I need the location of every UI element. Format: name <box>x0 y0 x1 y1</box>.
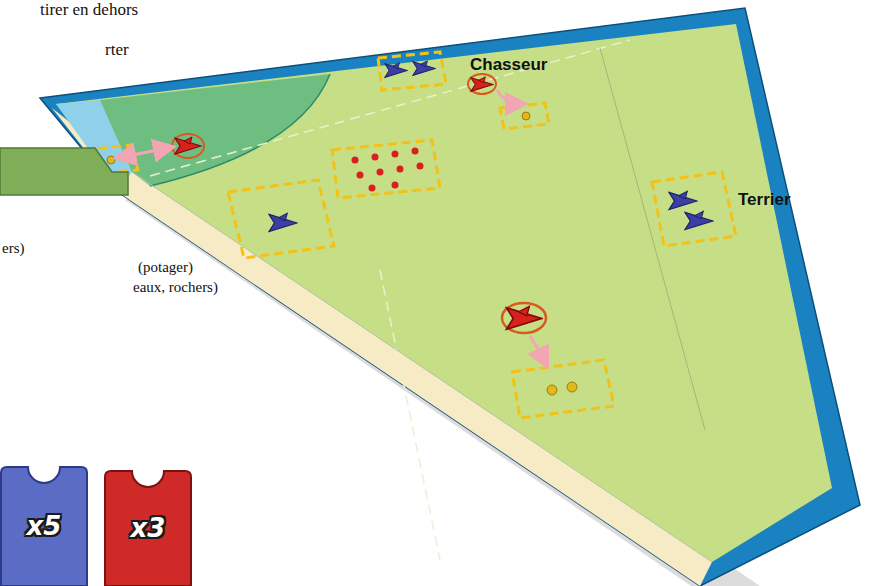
rule-text: (potager) <box>138 259 193 276</box>
token-card: x5 <box>0 466 88 586</box>
board-label: Chasseur <box>470 55 547 75</box>
board-label: Terrier <box>738 190 791 210</box>
rule-text: ers) <box>2 240 25 257</box>
rule-text: rter <box>105 40 129 60</box>
rule-text: tirer en dehors <box>40 0 138 20</box>
card-count: x5 <box>27 511 62 541</box>
card-count: x3 <box>131 513 166 543</box>
rule-text: eaux, rochers) <box>133 279 218 296</box>
token-card: x3 <box>104 470 192 586</box>
